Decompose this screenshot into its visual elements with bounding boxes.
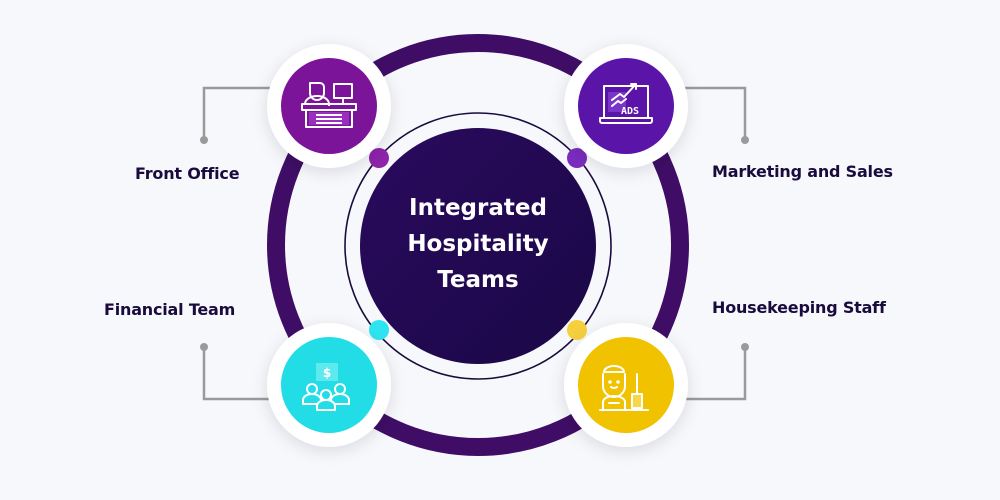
connector-dot-marketing [741,136,749,144]
accent-dot-front-office [369,148,389,168]
team-dollar-icon [302,363,350,411]
label-housekeeping-staff: Housekeeping Staff [712,298,886,317]
connector-marketing [680,86,747,140]
connector-dot-financial [200,343,208,351]
accent-dot-marketing [567,148,587,168]
connector-dot-front-office [200,136,208,144]
center-circle [360,128,596,364]
accent-dot-financial [369,320,389,340]
label-financial-team: Financial Team [104,300,236,319]
center-title-line-3: Teams [437,267,519,293]
center-title-line-2: Hospitality [407,231,549,257]
dollar-icon-text: $ [323,366,331,380]
outer-ring [267,34,689,456]
node-marketing-and-sales[interactable]: ADS [564,44,688,168]
node-front-office[interactable] [267,44,391,168]
center-title: Integrated Hospitality Teams [360,190,596,298]
ads-icon-text: ADS [621,106,639,117]
label-marketing-and-sales: Marketing and Sales [712,162,893,181]
center-title-line-1: Integrated [409,195,547,221]
node-financial-team[interactable]: $ [267,323,391,447]
connector-housekeeping [680,347,747,401]
connector-dot-housekeeping [741,343,749,351]
accent-dot-housekeeping [567,320,587,340]
connector-financial [202,347,275,401]
label-front-office: Front Office [135,164,240,183]
laptop-ads-growth-icon [599,83,653,124]
inner-thin-ring [344,112,612,380]
connector-front-office [202,86,275,140]
front-desk-receptionist-icon [301,82,357,128]
node-housekeeping-staff[interactable] [564,323,688,447]
housekeeper-broom-icon [599,365,649,411]
